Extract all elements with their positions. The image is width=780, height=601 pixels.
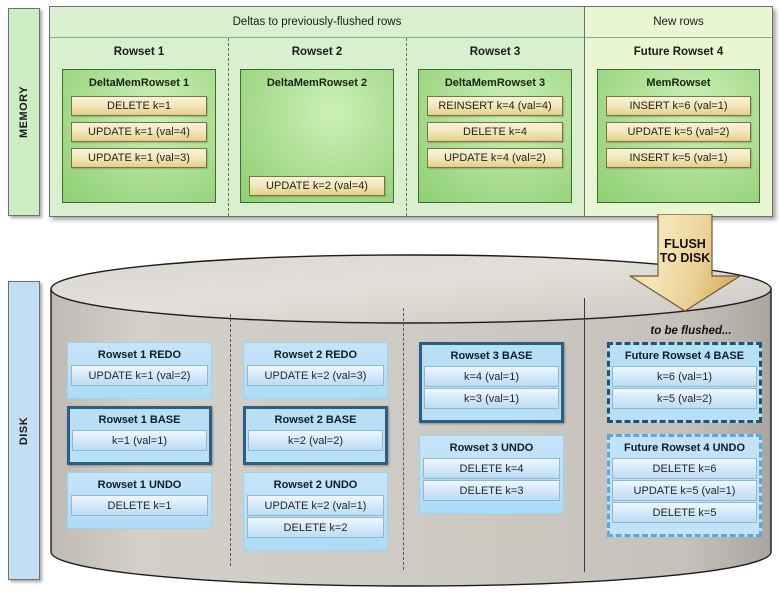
- disk-cylinder: Rowset 1 REDO UPDATE k=1 (val=2) Rowset …: [49, 252, 773, 592]
- disk-box-rowset-2-base: Rowset 2 BASE k=2 (val=2): [243, 406, 388, 465]
- memory-column-rowset-2: Rowset 2 DeltaMemRowset 2 UPDATE k=2 (va…: [228, 38, 406, 216]
- deltamemrowset-1-title: DeltaMemRowset 1: [88, 77, 190, 89]
- memrowset: MemRowset INSERT k=6 (val=1) UPDATE k=5 …: [597, 69, 760, 203]
- disk-cylinder-shape: [50, 254, 772, 587]
- disk-box-rowset-1-redo: Rowset 1 REDO UPDATE k=1 (val=2): [67, 342, 212, 399]
- disk-row: k=3 (val=1): [424, 388, 559, 409]
- memory-column-future-rowset-4: Future Rowset 4 MemRowset INSERT k=6 (va…: [585, 38, 772, 216]
- disk-row: UPDATE k=5 (val=1): [612, 480, 757, 501]
- disk-row: DELETE k=6: [612, 458, 757, 479]
- memory-future-rowset-4-label: Future Rowset 4: [633, 46, 724, 58]
- disk-row: DELETE k=3: [423, 480, 560, 501]
- memory-rowset-3-label: Rowset 3: [469, 46, 521, 58]
- disk-row: k=2 (val=2): [248, 430, 383, 451]
- disk-box-title: Rowset 3 BASE: [450, 350, 533, 362]
- disk-box-future-rowset-4-undo: Future Rowset 4 UNDO DELETE k=6 UPDATE k…: [607, 434, 762, 537]
- op-entry: REINSERT k=4 (val=4): [427, 96, 563, 116]
- deltamemrowset-2-ops: UPDATE k=2 (val=4): [249, 96, 385, 196]
- deltamemrowset-3: DeltaMemRowset 3 REINSERT k=4 (val=4) DE…: [418, 69, 572, 203]
- disk-box-title: Rowset 2 BASE: [274, 414, 357, 426]
- disk-row: k=1 (val=1): [72, 430, 207, 451]
- disk-row: DELETE k=1: [71, 495, 208, 516]
- op-entry: DELETE k=4: [427, 122, 563, 142]
- disk-row: k=4 (val=1): [424, 366, 559, 387]
- disk-box-rowset-3-undo: Rowset 3 UNDO DELETE k=4 DELETE k=3: [419, 435, 564, 514]
- memrowset-ops: INSERT k=6 (val=1) UPDATE k=5 (val=2) IN…: [606, 96, 751, 196]
- disk-box-title: Rowset 1 REDO: [97, 349, 182, 361]
- memory-rowset-1-label: Rowset 1: [113, 46, 165, 58]
- to-be-flushed-note: to be flushed...: [650, 325, 732, 337]
- deltamemrowset-3-title: DeltaMemRowset 3: [444, 77, 546, 89]
- op-entry: DELETE k=1: [71, 96, 207, 116]
- disk-row: DELETE k=5: [612, 502, 757, 523]
- disk-row: UPDATE k=2 (val=3): [247, 365, 384, 386]
- memrowset-title: MemRowset: [646, 77, 711, 89]
- flush-label-line-1: FLUSH: [664, 237, 706, 251]
- op-entry: UPDATE k=1 (val=4): [71, 122, 207, 142]
- disk-box-rowset-2-undo: Rowset 2 UNDO UPDATE k=2 (val=1) DELETE …: [243, 472, 388, 551]
- deltamemrowset-1-ops: DELETE k=1 UPDATE k=1 (val=4) UPDATE k=1…: [71, 96, 207, 196]
- op-entry: INSERT k=6 (val=1): [606, 96, 751, 116]
- disk-box-title: Rowset 2 UNDO: [273, 479, 358, 491]
- op-entry: UPDATE k=5 (val=2): [606, 122, 751, 142]
- memory-column-rowset-3: Rowset 3 DeltaMemRowset 3 REINSERT k=4 (…: [406, 38, 584, 216]
- disk-box-rowset-2-redo: Rowset 2 REDO UPDATE k=2 (val=3): [243, 342, 388, 399]
- disk-box-rowset-3-base: Rowset 3 BASE k=4 (val=1) k=3 (val=1): [419, 342, 564, 423]
- deltamemrowset-2-title: DeltaMemRowset 2: [266, 77, 368, 89]
- memory-rowset-2-label: Rowset 2: [291, 46, 343, 58]
- memory-divider-1: [228, 38, 229, 216]
- disk-box-title: Rowset 1 BASE: [98, 414, 181, 426]
- op-entry: UPDATE k=2 (val=4): [249, 176, 385, 196]
- disk-divider-2: [403, 308, 404, 570]
- disk-box-rowset-1-base: Rowset 1 BASE k=1 (val=1): [67, 406, 212, 465]
- disk-divider-3: [584, 298, 585, 572]
- disk-divider-1: [230, 314, 231, 566]
- memory-column-rowset-1: Rowset 1 DeltaMemRowset 1 DELETE k=1 UPD…: [50, 38, 228, 216]
- deltamemrowset-3-ops: REINSERT k=4 (val=4) DELETE k=4 UPDATE k…: [427, 96, 563, 196]
- disk-row: k=6 (val=1): [612, 366, 757, 387]
- disk-row: UPDATE k=2 (val=1): [247, 495, 384, 516]
- disk-rail-label: DISK: [18, 416, 30, 445]
- disk-row: k=5 (val=2): [612, 388, 757, 409]
- disk-rail: DISK: [8, 281, 40, 580]
- flush-to-disk-arrow: [626, 214, 744, 313]
- disk-box-title: Rowset 2 REDO: [273, 349, 358, 361]
- disk-row: UPDATE k=1 (val=2): [71, 365, 208, 386]
- disk-box-title: Future Rowset 4 UNDO: [623, 442, 745, 454]
- memory-panel: Deltas to previously-flushed rows New ro…: [49, 6, 773, 217]
- deltamemrowset-1: DeltaMemRowset 1 DELETE k=1 UPDATE k=1 (…: [62, 69, 216, 203]
- memory-section-deltas-label: Deltas to previously-flushed rows: [50, 7, 584, 38]
- memory-rail-label: MEMORY: [18, 85, 30, 139]
- op-entry: INSERT k=5 (val=1): [606, 148, 751, 168]
- memory-divider-2: [406, 38, 407, 216]
- disk-box-future-rowset-4-base: Future Rowset 4 BASE k=6 (val=1) k=5 (va…: [607, 342, 762, 423]
- op-entry: UPDATE k=1 (val=3): [71, 148, 207, 168]
- disk-row: DELETE k=2: [247, 517, 384, 538]
- disk-row: DELETE k=4: [423, 458, 560, 479]
- disk-box-rowset-1-undo: Rowset 1 UNDO DELETE k=1: [67, 472, 212, 529]
- disk-box-title: Future Rowset 4 BASE: [624, 350, 745, 362]
- flush-label-line-2: TO DISK: [659, 251, 711, 265]
- op-entry: UPDATE k=4 (val=2): [427, 148, 563, 168]
- deltamemrowset-2: DeltaMemRowset 2 UPDATE k=2 (val=4): [240, 69, 394, 203]
- flush-to-disk-label: FLUSH TO DISK: [648, 237, 722, 265]
- disk-box-title: Rowset 3 UNDO: [449, 442, 534, 454]
- memory-section-new-rows-label: New rows: [585, 7, 772, 38]
- memory-rail: MEMORY: [8, 8, 40, 216]
- disk-box-title: Rowset 1 UNDO: [97, 479, 182, 491]
